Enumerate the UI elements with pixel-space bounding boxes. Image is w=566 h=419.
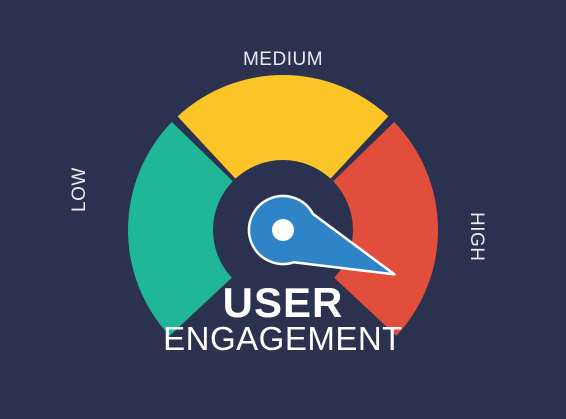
gauge-segment-medium (177, 75, 389, 179)
gauge-title-user: USER (222, 279, 344, 326)
gauge-label-high: HIGH (466, 212, 487, 262)
gauge-label-low: LOW (69, 167, 90, 212)
needle-hub (272, 219, 294, 241)
gauge-segment-high (333, 122, 438, 336)
needle-pointer (247, 194, 396, 276)
gauge-segment-low (127, 122, 233, 336)
gauge-label-medium: MEDIUM (242, 49, 324, 70)
gauge-title-engagement: ENGAGEMENT (163, 320, 403, 357)
gauge-needle (247, 194, 396, 276)
